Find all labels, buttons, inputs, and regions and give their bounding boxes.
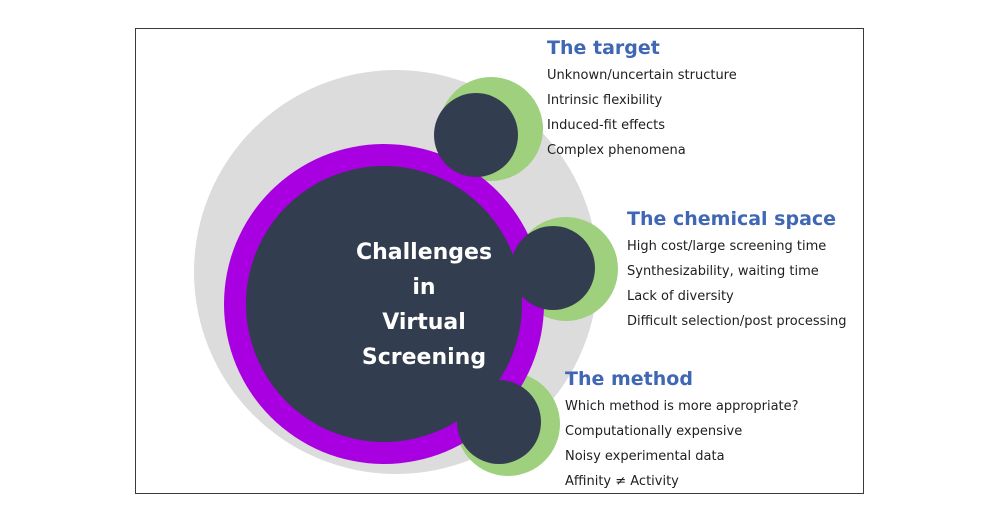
center-label: Challenges in Virtual Screening xyxy=(314,235,534,375)
list-item: Induced-fit effects xyxy=(547,118,666,133)
satellite-core-method xyxy=(457,380,541,464)
list-item: Lack of diversity xyxy=(627,289,734,304)
list-item: Intrinsic flexibility xyxy=(547,93,663,108)
block-chemical-space: The chemical space High cost/large scree… xyxy=(627,208,847,334)
block-title: The target xyxy=(547,37,660,59)
center-line-1: Challenges xyxy=(355,240,493,265)
list-item: Synthesizability, waiting time xyxy=(627,264,819,279)
list-item: Difficult selection/post processing xyxy=(627,314,847,329)
list-item: Unknown/uncertain structure xyxy=(547,68,737,83)
center-line-4: Screening xyxy=(361,345,487,370)
block-method: The method Which method is more appropri… xyxy=(565,368,799,494)
center-core xyxy=(246,166,522,442)
list-item: High cost/large screening time xyxy=(627,239,827,254)
list-item: Complex phenomena xyxy=(547,143,686,158)
list-item: Which method is more appropriate? xyxy=(565,399,799,414)
satellite-core-target xyxy=(434,93,518,177)
list-item: Noisy experimental data xyxy=(565,449,725,464)
block-title: The chemical space xyxy=(627,208,837,230)
list-item: Computationally expensive xyxy=(565,424,743,439)
concentric-diagram xyxy=(194,70,618,476)
block-title: The method xyxy=(565,368,693,390)
list-item: Affinity ≠ Activity xyxy=(565,474,679,489)
diagram-frame: Challenges in Virtual Screening xyxy=(135,28,864,494)
block-target: The target Unknown/uncertain structure I… xyxy=(547,37,737,163)
satellite-core-chemical xyxy=(511,226,595,310)
center-line-3: Virtual xyxy=(382,310,466,335)
center-line-2: in xyxy=(412,275,436,300)
